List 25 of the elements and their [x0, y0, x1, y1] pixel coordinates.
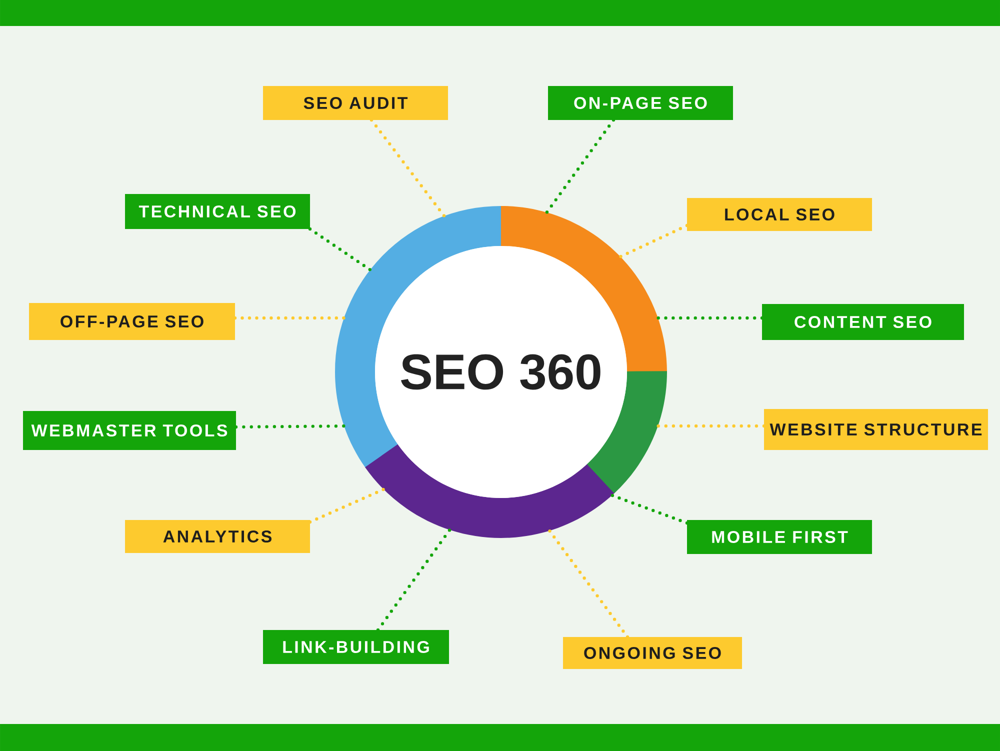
connector-line: [234, 424, 346, 429]
connector-line: [618, 224, 689, 258]
topic-box: LOCAL SEO: [687, 198, 872, 231]
topic-box: ANALYTICS: [125, 520, 310, 553]
connector-line: [370, 118, 446, 218]
topic-box: CONTENT SEO: [762, 304, 964, 340]
connector-line: [308, 227, 372, 272]
connector-line: [656, 424, 766, 428]
topic-box: WEBMASTER TOOLS: [23, 410, 236, 450]
connector-line: [376, 528, 452, 632]
topic-box: SEO AUDIT: [263, 86, 448, 120]
connector-line: [308, 488, 386, 524]
topic-box: MOBILE FIRST: [687, 520, 872, 554]
hub-ring: SEO 360: [335, 206, 667, 538]
topic-box: LINK-BUILDING: [263, 630, 449, 664]
connector-line: [656, 316, 764, 320]
topic-box: OFF-PAGE SEO: [29, 302, 235, 340]
connector-line: [610, 494, 689, 525]
topic-box: TECHNICAL SEO: [125, 194, 310, 229]
connector-line: [545, 118, 616, 214]
connector-line: [548, 529, 630, 639]
topic-box: WEBSITE STRUCTURE: [764, 408, 988, 450]
connector-line: [233, 316, 346, 320]
topic-box: ON-PAGE SEO: [548, 86, 733, 120]
topic-box: ONGOING SEO: [563, 636, 742, 669]
